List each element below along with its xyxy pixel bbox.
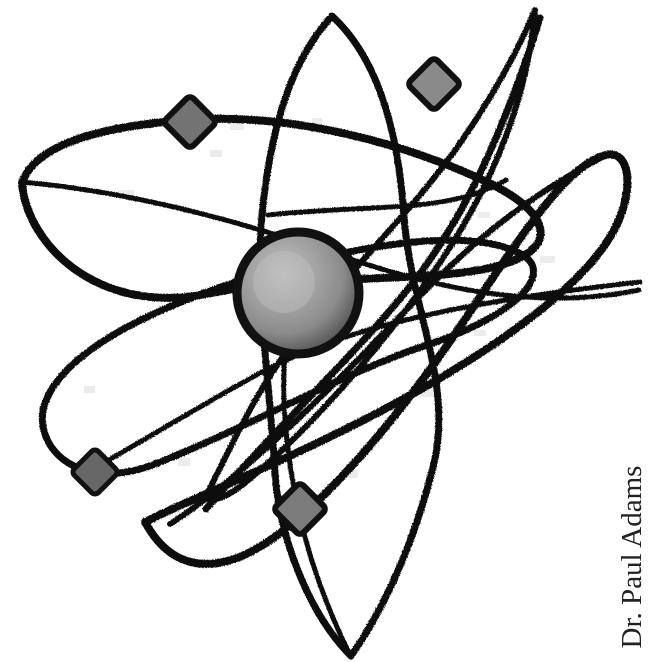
electron-lower-left [71, 448, 119, 496]
nucleus [237, 232, 359, 354]
electron-top-left [163, 95, 217, 149]
orbit-diagonal-line-c [88, 282, 640, 472]
author-signature: Dr. Paul Adams [615, 437, 649, 662]
electron-top-right [407, 57, 461, 111]
